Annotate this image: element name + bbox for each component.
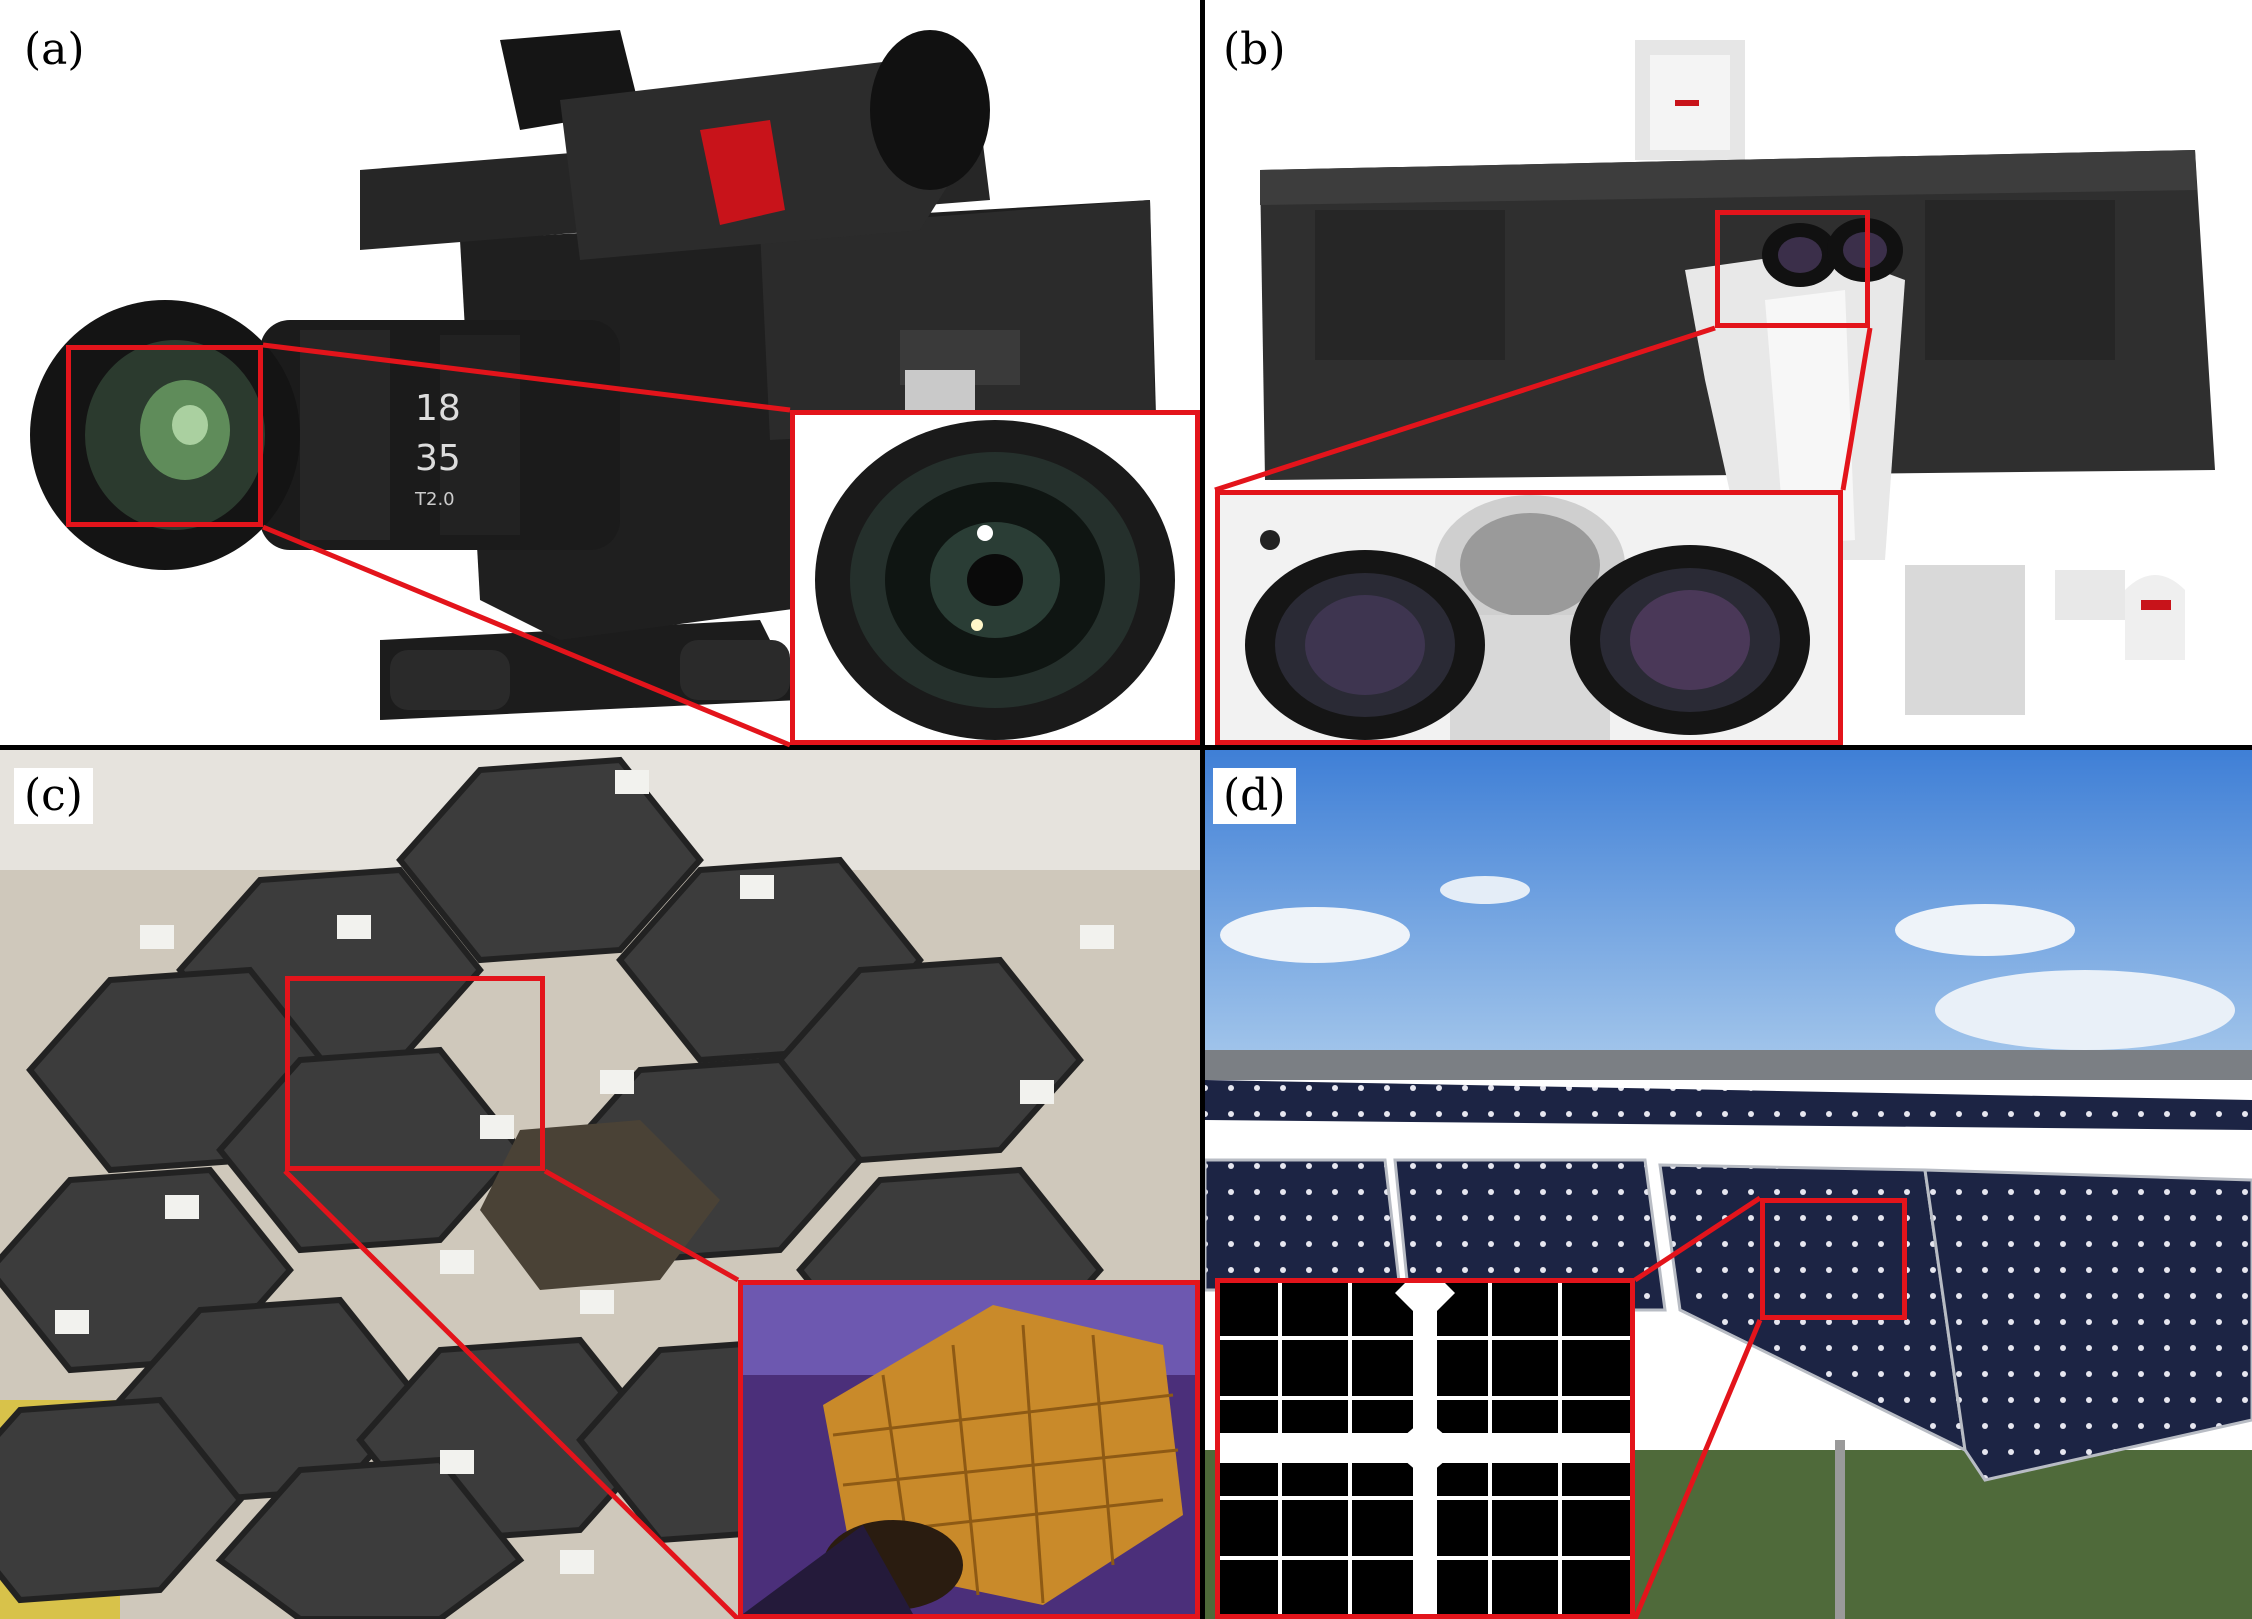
horizontal-divider — [0, 745, 2252, 750]
panel-d: (d) — [1205, 750, 2252, 1619]
svg-text:35: 35 — [415, 438, 461, 479]
segment-highlight-box — [285, 976, 545, 1171]
cell-highlight-box — [1760, 1198, 1907, 1320]
panel-b: (b) — [1205, 0, 2252, 745]
panel-c: (c) — [0, 750, 1200, 1619]
segment-detail-inset — [738, 1280, 1200, 1619]
panel-a: 18 35 T2.0 (a) — [0, 0, 1200, 745]
panel-label-c: (c) — [14, 768, 93, 824]
eyepiece-detail-inset — [1215, 490, 1843, 745]
vertical-divider — [1200, 0, 1205, 1619]
panel-label-d: (d) — [1213, 768, 1296, 824]
lens-highlight-box — [66, 345, 263, 527]
svg-text:18: 18 — [415, 388, 461, 429]
eyepiece-highlight-box — [1715, 210, 1870, 328]
svg-text:T2.0: T2.0 — [414, 489, 455, 510]
cell-detail-inset — [1215, 1278, 1635, 1619]
panel-label-b: (b) — [1223, 24, 1286, 75]
lens-detail-inset — [790, 410, 1200, 745]
panel-label-a: (a) — [14, 22, 95, 78]
